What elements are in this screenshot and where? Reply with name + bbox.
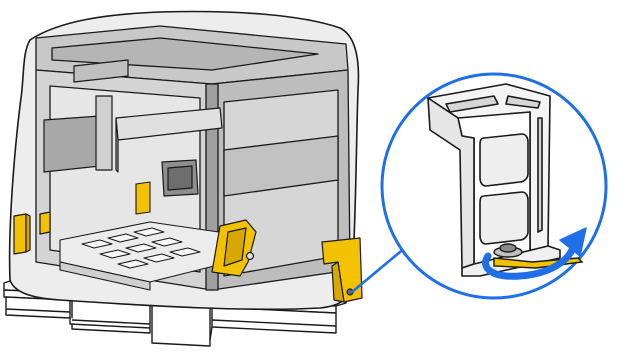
- detail-window-lower: [480, 192, 528, 244]
- thumbscrew-head: [500, 244, 516, 252]
- bracket-gantry-screw: [247, 253, 254, 260]
- detail-callout: [382, 74, 606, 298]
- detail-slot-side: [538, 118, 542, 232]
- bracket-left-side: [26, 214, 30, 252]
- gantry-rail-left: [44, 116, 100, 172]
- pallet-block-center: [152, 304, 210, 346]
- pipette-head-face: [168, 166, 192, 190]
- deck-support-back: [136, 182, 150, 214]
- detail-window-upper: [480, 134, 528, 186]
- bracket-left: [14, 214, 26, 254]
- gantry-beam: [96, 96, 112, 170]
- bracket-left-rear: [40, 212, 50, 234]
